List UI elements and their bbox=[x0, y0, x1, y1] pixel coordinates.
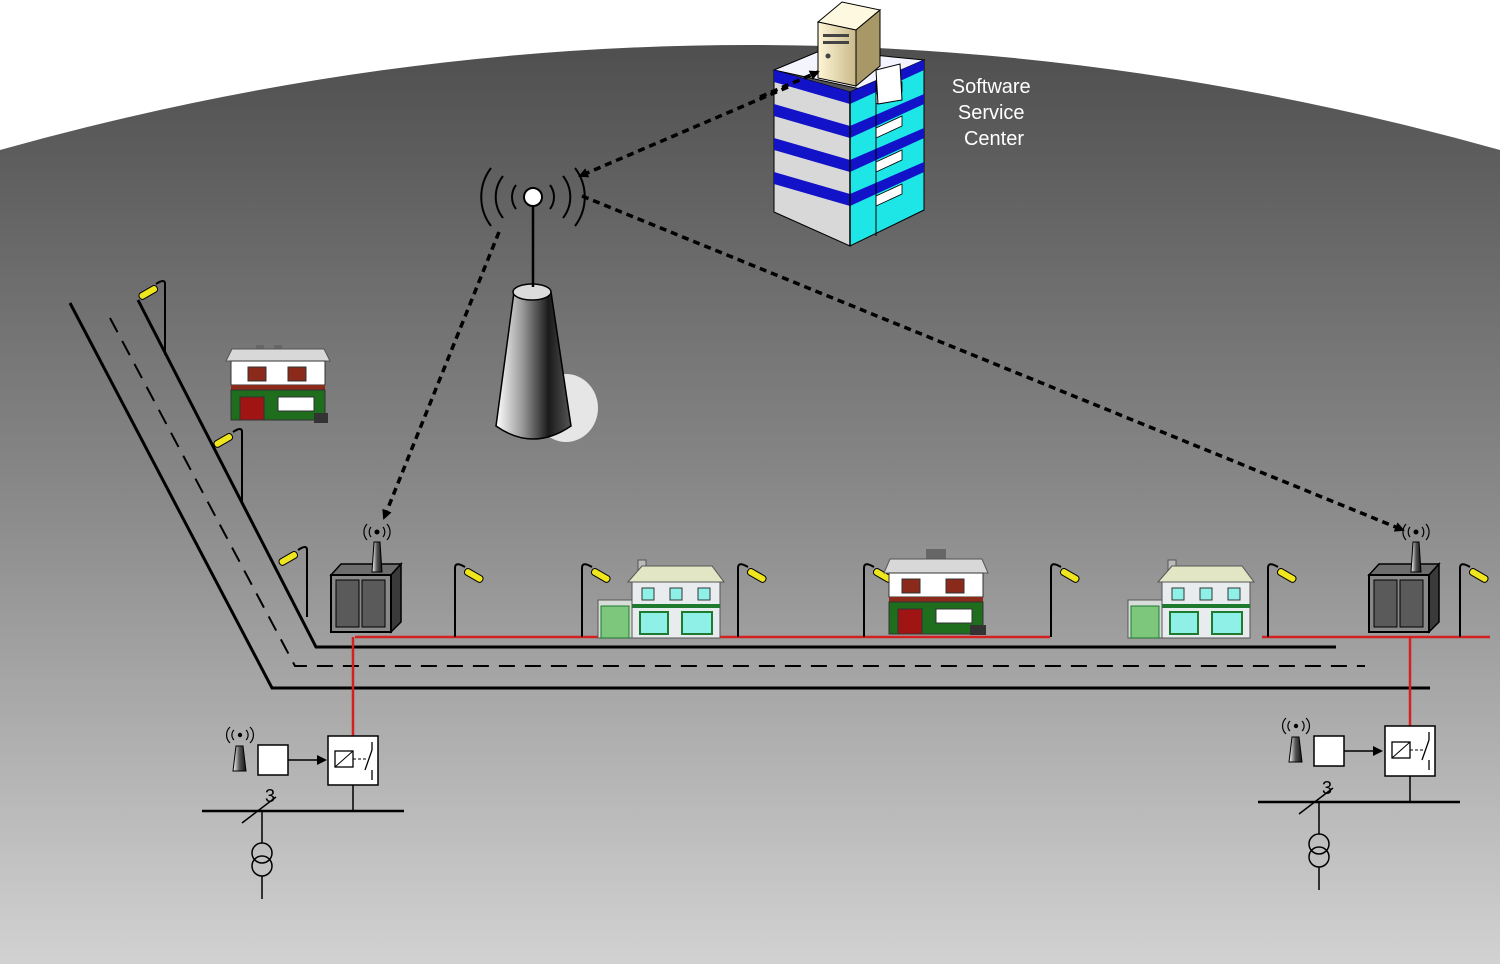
communication-links bbox=[382, 70, 1405, 532]
street-lamp bbox=[213, 428, 243, 502]
street-lamp bbox=[278, 546, 308, 617]
service-center-label-line: Software bbox=[952, 76, 1031, 98]
service-center-label-line: Service bbox=[958, 102, 1025, 124]
relay-switch-box bbox=[327, 735, 379, 786]
background-dome bbox=[0, 45, 1500, 964]
server-icon bbox=[816, 1, 882, 88]
control-cabinet-right bbox=[1367, 523, 1441, 634]
cell-tower bbox=[480, 167, 598, 442]
street-lamp bbox=[1267, 563, 1297, 637]
house-brick bbox=[225, 345, 331, 423]
road-edge-outer bbox=[68, 302, 1430, 690]
transmitter-icon bbox=[523, 187, 543, 207]
receiver-box bbox=[1313, 735, 1345, 767]
street-lamp bbox=[1459, 563, 1489, 637]
house-brick bbox=[883, 549, 989, 635]
street-lamp bbox=[1050, 563, 1080, 637]
service-center-label: Software Service Center bbox=[952, 76, 1037, 150]
street-lamp bbox=[454, 563, 484, 637]
phase-count-label: 3 bbox=[1322, 778, 1332, 798]
road-edge-inner bbox=[136, 299, 1336, 649]
service-center-label-line: Center bbox=[964, 128, 1024, 150]
link-tower-to-right-cabinet bbox=[581, 194, 1405, 532]
service-center-building bbox=[772, 1, 926, 247]
street-lamp bbox=[581, 563, 611, 637]
left-substation-schematic: 3 bbox=[202, 726, 404, 899]
street-lamp bbox=[138, 280, 166, 355]
road bbox=[68, 299, 1430, 690]
link-tower-to-server bbox=[759, 70, 820, 99]
house-light bbox=[597, 559, 725, 639]
road-centerline bbox=[109, 317, 1365, 667]
phase-count-label: 3 bbox=[265, 786, 275, 806]
antenna-icon bbox=[363, 523, 391, 573]
control-cabinet-left bbox=[329, 523, 403, 634]
link-server-to-tower bbox=[578, 85, 789, 178]
antenna-icon bbox=[226, 726, 254, 772]
house-light bbox=[1127, 559, 1255, 639]
link-tower-to-left-cabinet bbox=[382, 231, 501, 520]
street-lamp bbox=[737, 563, 767, 637]
antenna-icon bbox=[1282, 717, 1310, 763]
right-substation-schematic: 3 bbox=[1258, 717, 1460, 890]
antenna-icon bbox=[1402, 523, 1430, 573]
receiver-box bbox=[257, 744, 289, 776]
